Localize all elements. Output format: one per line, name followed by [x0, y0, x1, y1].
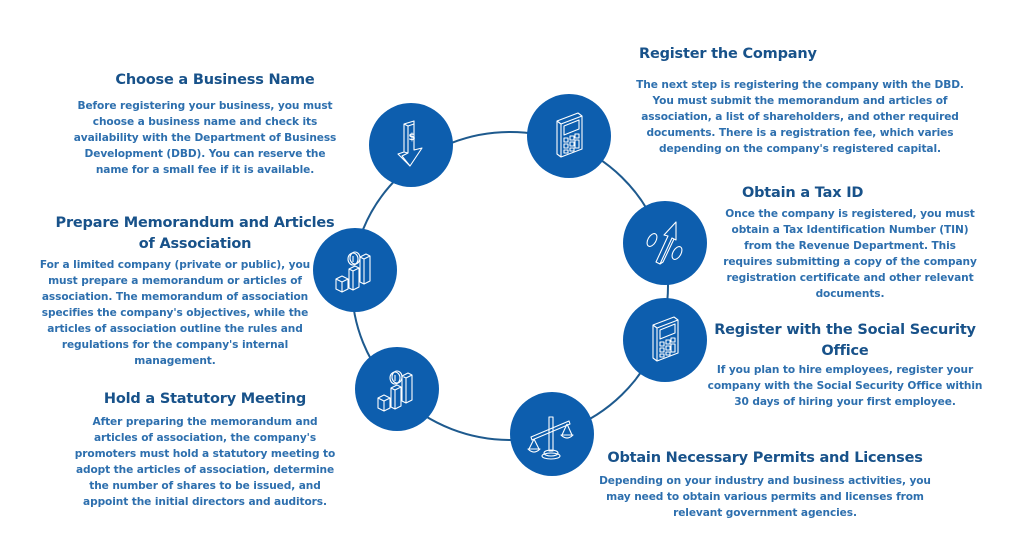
text-line: appoint the initial directors and audito… [83, 496, 327, 508]
step-title: Register the Company [625, 44, 975, 65]
text-line: 30 days of hiring your first employee. [734, 396, 956, 408]
text-line: Office [821, 343, 869, 359]
step-node-obtain-permits-licenses [510, 392, 594, 476]
step-choose-business-name: Choose a Business Name Before registerin… [60, 70, 350, 178]
text-line: management. [134, 355, 216, 367]
step-title: Hold a Statutory Meeting [50, 389, 360, 410]
calculator-icon [556, 112, 583, 158]
text-line: of Association [138, 236, 252, 252]
svg-text:$: $ [409, 132, 416, 143]
step-description: Depending on your industry and business … [590, 473, 940, 521]
text-line: Once the company is registered, you must [725, 208, 975, 220]
step-description: After preparing the memorandum and articl… [50, 414, 360, 510]
text-line: depending on the company's registered ca… [659, 143, 941, 155]
step-title: Obtain a Tax ID [700, 183, 1000, 204]
text-line: You must submit the memorandum and artic… [652, 95, 948, 107]
step-description: If you plan to hire employees, register … [695, 362, 995, 410]
step-node-hold-statutory-meeting [355, 347, 439, 431]
step-description: For a limited company (private or public… [15, 257, 335, 369]
text-line: must prepare a memorandum or articles of [48, 275, 302, 287]
step-node-prepare-memorandum [313, 228, 397, 312]
step-node-register-company [527, 94, 611, 178]
step-register-company: Register the Company The next step is re… [625, 44, 975, 157]
text-line: from the Revenue Department. This [744, 240, 956, 252]
text-line: Register the Company [639, 46, 817, 62]
text-line: Development (DBD). You can reserve the [84, 148, 326, 160]
text-line: relevant government agencies. [673, 507, 857, 519]
text-line: Before registering your business, you mu… [77, 100, 333, 112]
text-line: association, a list of shareholders, and… [641, 111, 959, 123]
text-line: Register with the Social Security [714, 322, 976, 338]
text-line: name for a small fee if it is available. [95, 164, 315, 176]
step-description: Once the company is registered, you must… [700, 206, 1000, 302]
text-line: Prepare Memorandum and Articles [55, 215, 335, 231]
step-obtain-tax-id: Obtain a Tax ID Once the company is regi… [700, 183, 1000, 302]
text-line: the number of shares to be issued, and [89, 480, 321, 492]
text-line: requires submitting a copy of the compan… [723, 256, 977, 268]
text-line: Obtain a Tax ID [742, 185, 864, 201]
step-title: Choose a Business Name [60, 70, 350, 91]
text-line: association. The memorandum of associati… [41, 291, 309, 303]
step-description: The next step is registering the company… [625, 77, 975, 157]
text-line: may need to obtain various permits and l… [606, 491, 924, 503]
text-line: articles of association, the company's [93, 432, 317, 444]
text-line: obtain a Tax Identification Number (TIN) [731, 224, 969, 236]
text-line: articles of association outline the rule… [47, 323, 303, 335]
text-line: promoters must hold a statutory meeting … [74, 448, 336, 460]
text-line: After preparing the memorandum and [92, 416, 318, 428]
calculator-icon [652, 316, 679, 362]
step-hold-statutory-meeting: Hold a Statutory Meeting After preparing… [50, 389, 360, 510]
text-line: registration certificate and other relev… [726, 272, 974, 284]
step-prepare-memorandum: Prepare Memorandum and Articles of Associ… [15, 213, 335, 369]
step-node-choose-business-name: $ [369, 103, 453, 187]
text-line: Depending on your industry and business … [599, 475, 931, 487]
text-line: specifies the company's objectives, whil… [41, 307, 309, 319]
text-line: The next step is registering the company… [636, 79, 964, 91]
percent-up-arrow-icon [646, 221, 683, 265]
text-line: company with the Social Security Office … [707, 380, 983, 392]
dollar-down-arrow-icon: $ [397, 120, 423, 167]
text-line: documents. [815, 288, 885, 300]
text-line: Obtain Necessary Permits and Licenses [607, 450, 923, 466]
text-line: For a limited company (private or public… [39, 259, 311, 271]
text-line: regulations for the company's internal [61, 339, 289, 351]
step-node-obtain-tax-id [623, 201, 707, 285]
step-description: Before registering your business, you mu… [60, 98, 350, 178]
text-line: availability with the Department of Busi… [73, 132, 337, 144]
text-line: choose a business name and check its [92, 116, 318, 128]
step-obtain-permits-licenses: Obtain Necessary Permits and Licenses De… [590, 448, 940, 521]
bar-chart-coin-icon [377, 370, 413, 412]
text-line: Hold a Statutory Meeting [103, 391, 307, 407]
scales-icon [527, 416, 574, 460]
step-node-register-social-security [623, 298, 707, 382]
text-line: Choose a Business Name [115, 72, 315, 88]
step-title: Obtain Necessary Permits and Licenses [590, 448, 940, 469]
step-title: Prepare Memorandum and Articles of Associ… [15, 213, 335, 255]
bar-chart-coin-icon [335, 251, 371, 293]
text-line: adopt the articles of association, deter… [75, 464, 335, 476]
text-line: If you plan to hire employees, register … [716, 364, 974, 376]
text-line: documents. There is a registration fee, … [646, 127, 954, 139]
